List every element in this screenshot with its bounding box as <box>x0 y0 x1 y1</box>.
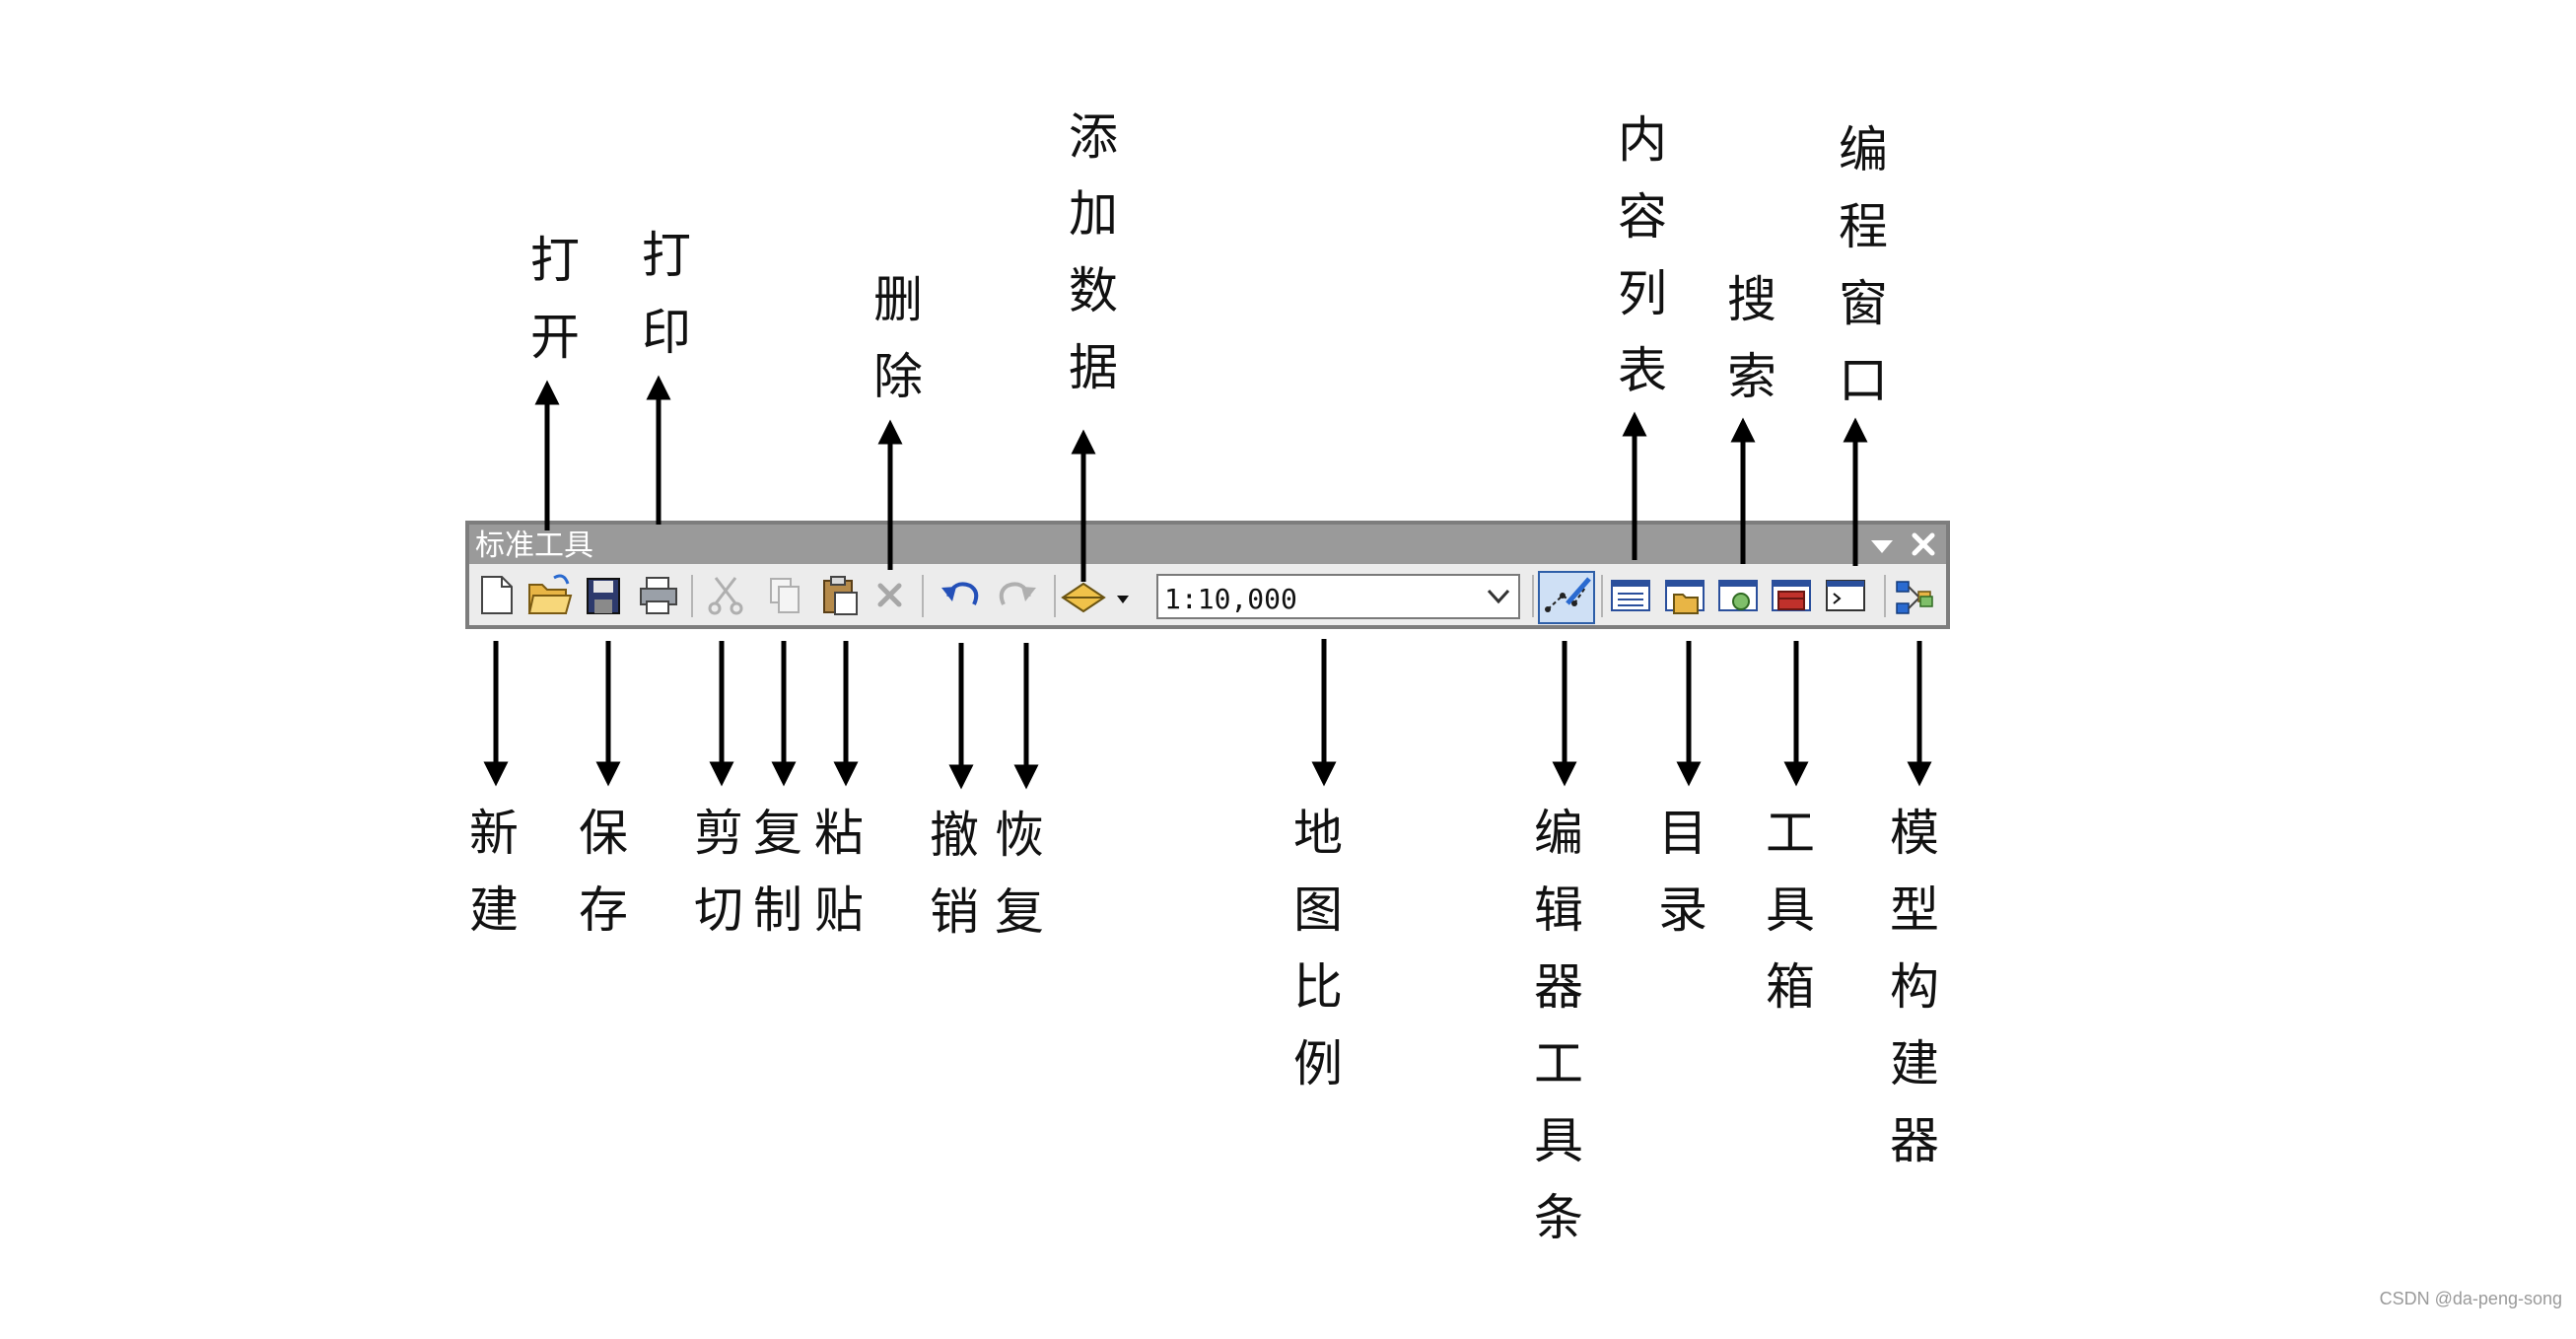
label-save: 保 存 <box>579 805 628 939</box>
label-python: 编 程 窗 口 <box>1839 121 1888 409</box>
undo-icon[interactable] <box>941 582 979 605</box>
label-editor-toolbar: 编 辑 器 工 具 条 <box>1534 805 1583 1246</box>
label-print: 打 印 <box>642 227 691 361</box>
open-folder-icon[interactable] <box>527 574 573 614</box>
print-icon[interactable] <box>640 577 677 614</box>
arrows-up <box>534 375 1868 582</box>
redo-icon[interactable] <box>999 582 1036 605</box>
label-redo: 恢 复 <box>995 807 1044 941</box>
label-toc: 内 容 列 表 <box>1618 111 1667 399</box>
map-scale-combobox[interactable]: 1:10,000 <box>1156 574 1520 619</box>
close-icon[interactable] <box>1912 532 1935 556</box>
label-modelbuilder: 模 型 构 建 器 <box>1890 805 1939 1169</box>
label-open: 打 开 <box>530 232 580 366</box>
catalog-icon[interactable] <box>1665 580 1705 614</box>
label-add-data: 添 加 数 据 <box>1069 108 1118 396</box>
toolbar-title-bar[interactable] <box>469 525 1946 564</box>
label-catalog: 目 录 <box>1658 805 1707 939</box>
new-document-icon[interactable] <box>481 576 513 614</box>
arrows-down <box>483 639 1932 790</box>
label-undo: 撤 销 <box>930 807 979 941</box>
label-cut: 剪 切 <box>694 805 743 939</box>
label-toolbox: 工 具 箱 <box>1766 805 1815 1016</box>
chevron-down-icon[interactable] <box>1487 589 1510 604</box>
label-map-scale: 地 图 比 例 <box>1293 805 1343 1092</box>
toolbox-icon[interactable] <box>1772 580 1811 611</box>
paste-icon[interactable] <box>823 576 858 615</box>
standard-toolbar: 标准工具 <box>465 521 1950 629</box>
map-scale-value: 1:10,000 <box>1164 583 1297 615</box>
save-icon[interactable] <box>587 578 620 614</box>
add-data-icon[interactable] <box>1061 582 1106 613</box>
add-data-dropdown-icon[interactable] <box>1117 596 1129 603</box>
label-paste: 粘 贴 <box>814 805 864 939</box>
watermark: CSDN @da-peng-song <box>2379 1289 2562 1308</box>
label-copy: 复 制 <box>753 805 802 939</box>
copy-icon[interactable] <box>770 578 800 613</box>
label-search: 搜 索 <box>1727 271 1776 405</box>
dropdown-icon[interactable] <box>1871 540 1893 553</box>
label-new: 新 建 <box>469 805 519 939</box>
modelbuilder-icon[interactable] <box>1896 581 1933 614</box>
cut-scissors-icon[interactable] <box>708 577 743 615</box>
toolbar-title: 标准工具 <box>475 529 593 563</box>
table-of-contents-icon[interactable] <box>1611 580 1650 611</box>
delete-x-icon[interactable] <box>877 583 902 607</box>
python-window-icon[interactable] <box>1826 580 1865 611</box>
editor-toolbar-icon[interactable] <box>1538 571 1595 624</box>
label-delete: 删 除 <box>873 271 923 405</box>
search-window-icon[interactable] <box>1718 580 1758 611</box>
